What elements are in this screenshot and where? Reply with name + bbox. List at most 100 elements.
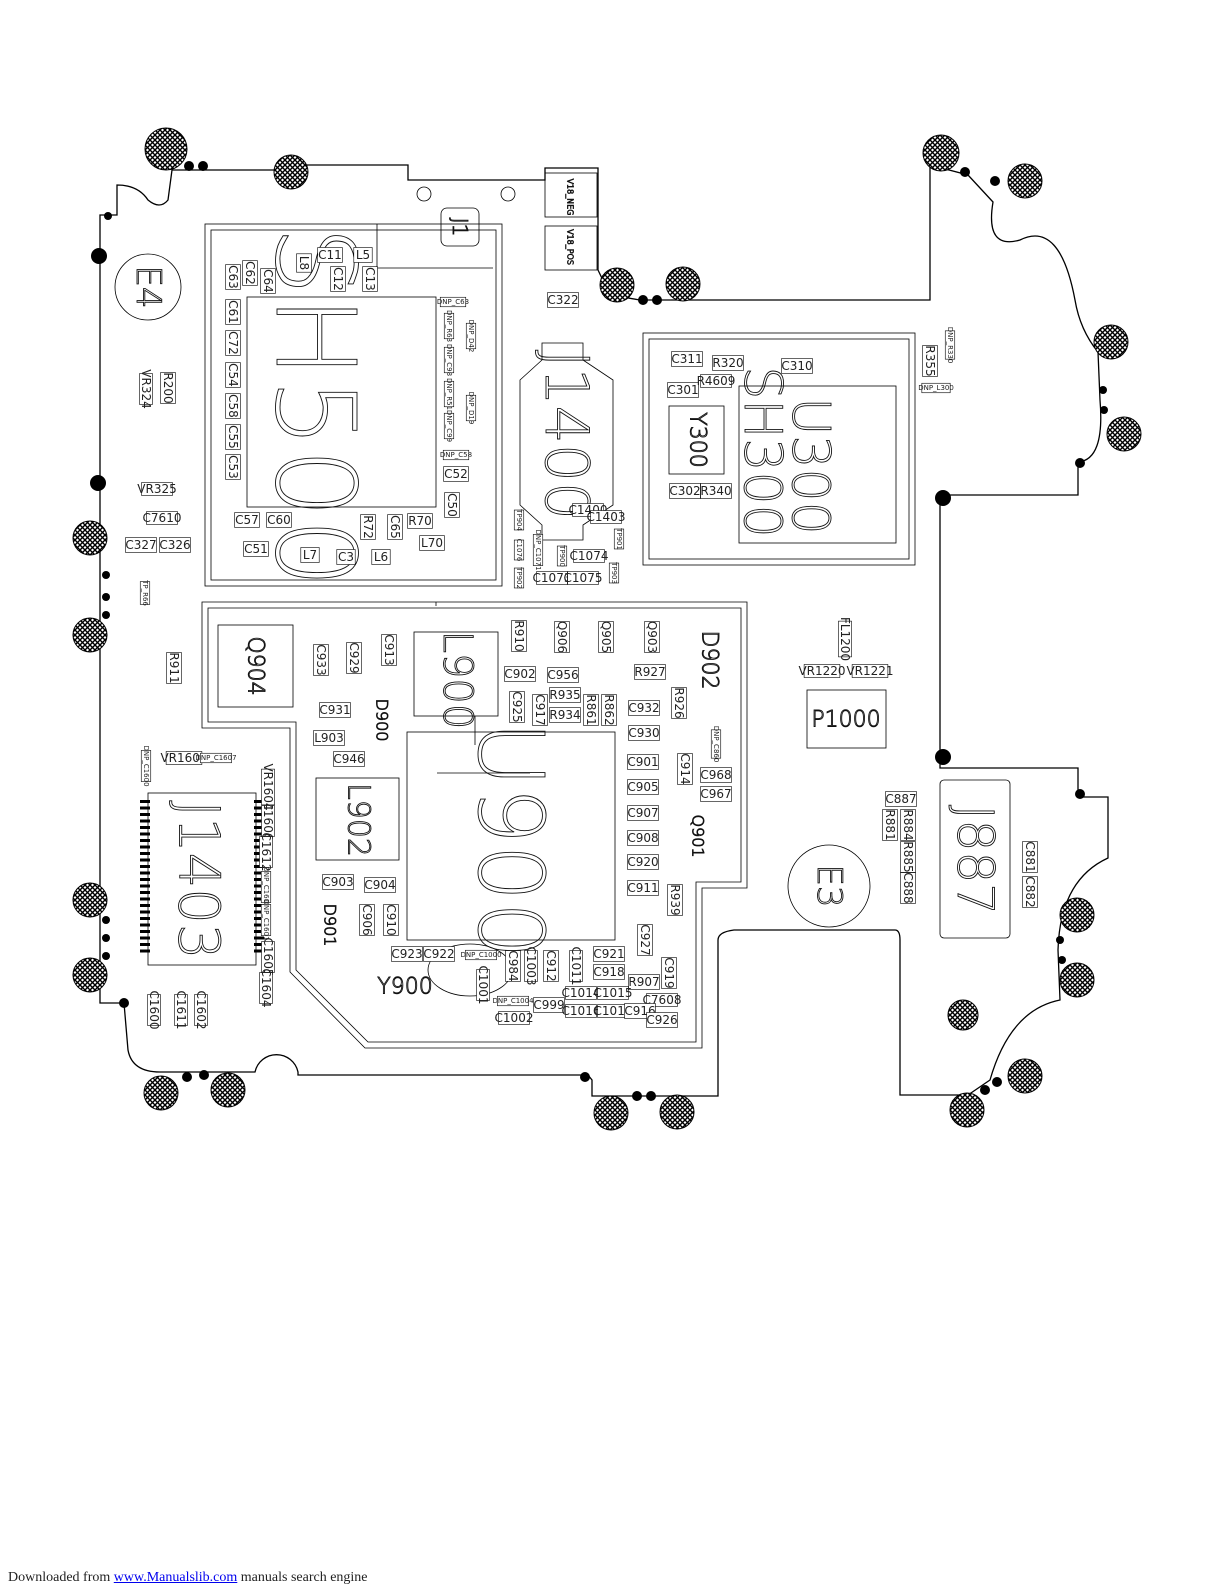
component-label: VR325 (137, 482, 176, 496)
connector-pin (140, 884, 150, 888)
component-d901: D901 (320, 903, 340, 947)
component-label: C1076 (515, 539, 523, 562)
component-label: C923 (391, 947, 422, 961)
component-label: DNP_R51 (445, 378, 453, 410)
connector-pin (140, 891, 150, 894)
component-label: C908 (627, 831, 658, 845)
connector-pin (254, 884, 264, 888)
component-label: Q906 (555, 621, 569, 653)
component-outline (885, 791, 917, 807)
component-r927: R927 (634, 664, 666, 680)
component-label: R355 (923, 345, 937, 376)
connector-pin (140, 800, 150, 803)
component-label: C1611 (174, 991, 188, 1030)
component-c1076: C1076 (513, 539, 525, 562)
component-label: C53 (226, 455, 240, 479)
component-outline (613, 528, 625, 550)
component-outline (261, 768, 275, 806)
component-dnp-c1600: DNP_C1600 (140, 745, 152, 787)
component-outline (243, 541, 269, 557)
component-outline (627, 779, 659, 795)
component-outline (803, 664, 841, 678)
component-tp900: TP900 (556, 544, 568, 567)
component-outline (391, 946, 423, 962)
component-outline (667, 382, 699, 398)
component-dnp-c1601: DNP_C1601 (260, 899, 272, 941)
component-outline (419, 535, 445, 551)
fiducial-pads (72, 127, 1142, 1131)
component-c968: C968 (700, 767, 732, 783)
component-c946: C946 (333, 751, 365, 767)
component-c311: C311 (671, 351, 703, 367)
component-label: C7610 (143, 511, 182, 525)
component-outline (513, 509, 525, 531)
component-label: Q901 (689, 814, 708, 857)
component-c908: C908 (627, 830, 659, 846)
component-label: DNP_C1601 (262, 899, 270, 940)
component-outline (601, 694, 617, 726)
component-q901: Q901 (688, 814, 708, 858)
component-r862: R862 (601, 694, 617, 726)
component-outline (147, 994, 161, 1026)
component-c1612: C1612 (259, 833, 273, 872)
component-label: TP904 (515, 508, 523, 531)
component-label: DNP_R63 (445, 310, 453, 342)
component-tp904: TP904 (513, 508, 525, 531)
component-c1003: C1003 (524, 947, 538, 986)
component-outline (513, 567, 525, 589)
component-tp901: TP901 (613, 527, 625, 550)
component-c310: C310 (781, 358, 813, 374)
manualslib-link[interactable]: www.Manualslib.com (113, 1570, 238, 1585)
component-c327: C327 (125, 537, 157, 553)
component-vr325: VR325 (137, 482, 176, 496)
component-outline (242, 260, 258, 286)
connector-pin (254, 910, 264, 914)
component-c1017: C1017 (594, 1004, 633, 1018)
component-outline (677, 753, 693, 785)
component-c910: C910 (383, 904, 399, 936)
component-r72: R72 (360, 514, 376, 540)
component-c903: C903 (322, 874, 354, 890)
component-c61: C61 (225, 299, 241, 325)
component-outline (443, 412, 455, 440)
component-outline (442, 449, 470, 461)
component-outline (444, 492, 460, 518)
component-outline (573, 549, 605, 563)
component-outline (593, 964, 625, 980)
component-c60: C60 (266, 512, 292, 528)
connector-pins (140, 800, 264, 953)
component-dnp-c1000: DNP_C1000 (460, 949, 502, 961)
connector-pin (254, 819, 264, 823)
component-outline (661, 957, 677, 989)
connector-pin (140, 813, 150, 816)
component-label: P1000 (811, 708, 880, 733)
component-outline (628, 725, 660, 741)
component-outline (225, 264, 241, 290)
component-label: C907 (627, 806, 658, 820)
connector-pin (254, 904, 264, 907)
component-outline (524, 950, 538, 982)
component-outline (900, 872, 916, 904)
component-label: C63 (226, 265, 240, 289)
component-outline (627, 880, 659, 896)
component-label: D902 (697, 631, 722, 690)
component-q903: Q903 (644, 621, 660, 653)
connector-pin (140, 936, 150, 940)
component-outline (146, 511, 178, 525)
component-outline (225, 393, 241, 419)
component-outline (296, 253, 312, 273)
component-label: C910 (384, 904, 398, 935)
connector-pin (140, 871, 150, 875)
component-tp902: TP902 (513, 566, 525, 589)
component-outline (671, 687, 687, 719)
component-label: R861 (584, 694, 598, 725)
section-outlines (114, 172, 1011, 1049)
component-label: U900 (458, 721, 563, 959)
component-label: C1075 (564, 571, 603, 585)
connector-pin (254, 845, 264, 849)
component-label: TP902 (515, 566, 523, 589)
component-c53: C53 (225, 454, 241, 480)
component-label: SH300 (732, 366, 792, 537)
component-c57: C57 (234, 512, 260, 528)
